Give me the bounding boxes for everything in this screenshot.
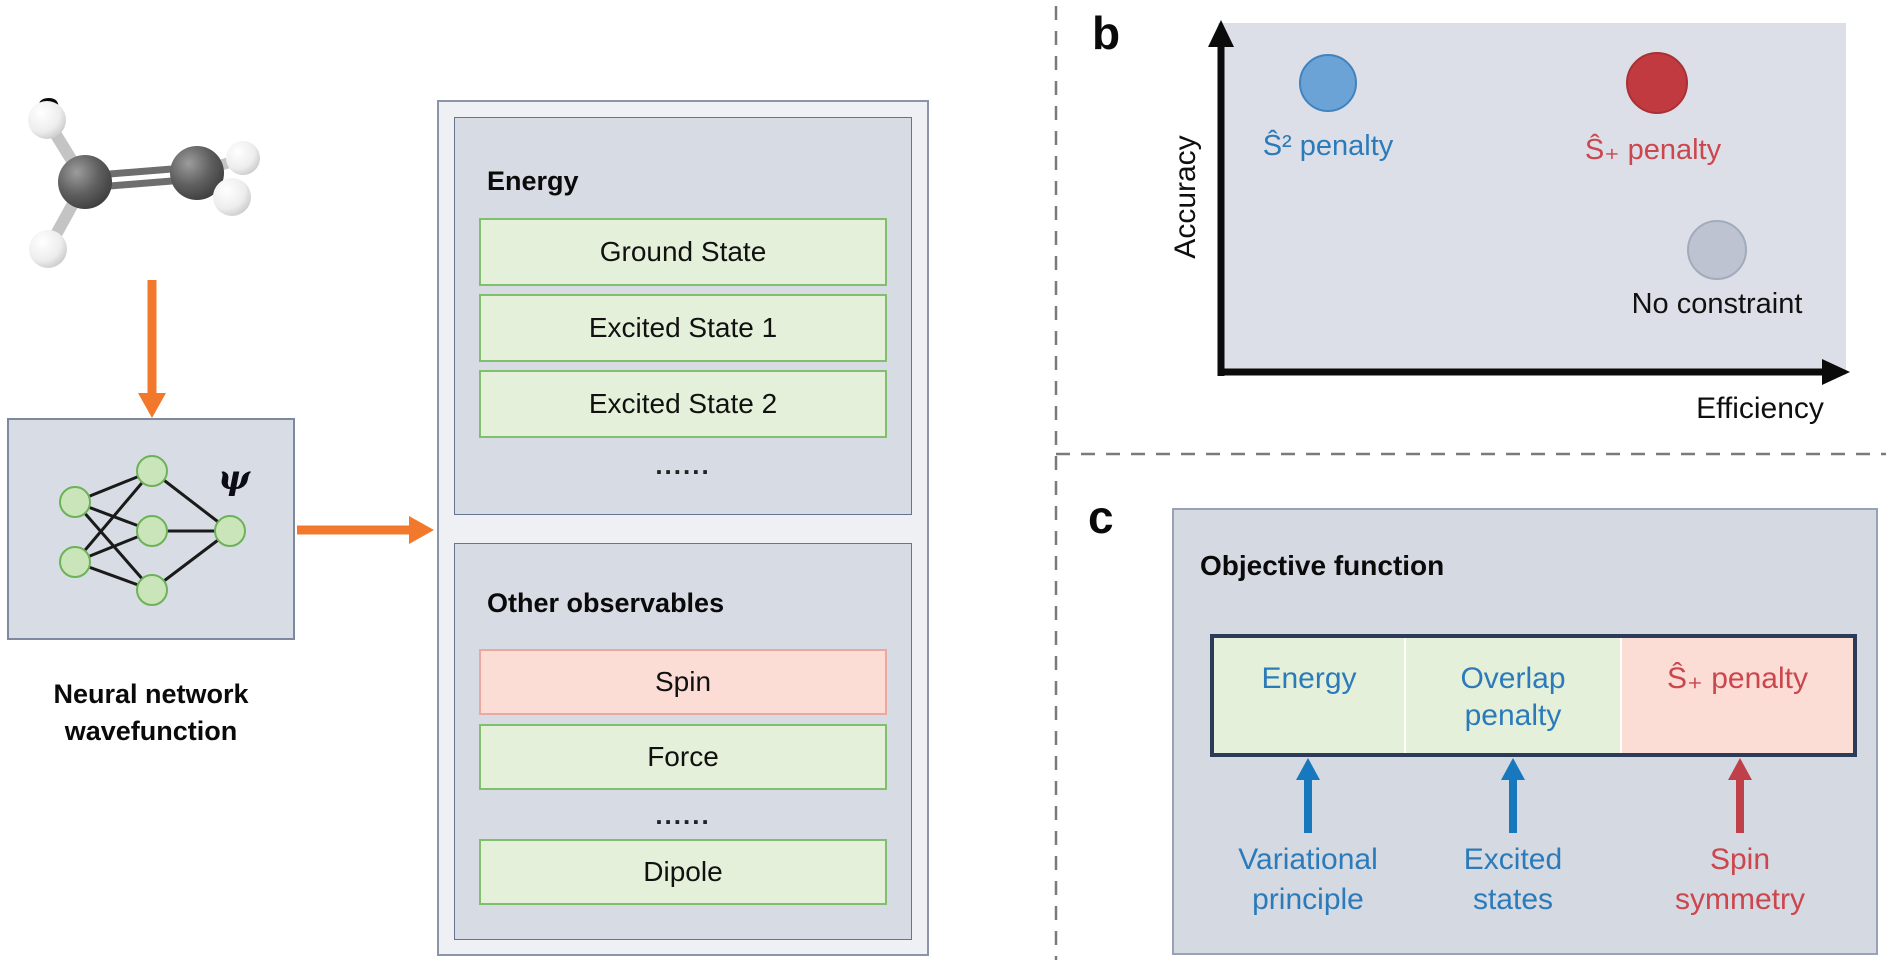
nn-box <box>7 418 295 640</box>
label-excited-line2: states <box>1472 883 1554 916</box>
label-spin-line2: symmetry <box>1675 883 1805 916</box>
bar-seg-overlap-line2: penalty <box>1464 699 1562 732</box>
objective-bar: Energy Overlap penalty Ŝ₊ penalty <box>1210 634 1857 757</box>
observables-ellipsis: ...... <box>655 800 711 830</box>
panel-c-label: c <box>1088 491 1114 543</box>
objective-box: Objective function Energy Overlap penalt… <box>1172 508 1878 955</box>
bar-seg-energy: Energy <box>1214 638 1406 753</box>
panel-b-label: b <box>1092 7 1121 59</box>
energy-title: Energy <box>487 166 579 196</box>
bar-seg-energy-label: Energy <box>1261 662 1357 695</box>
output-arrow <box>297 516 434 544</box>
bar-seg-splus-label: Ŝ₊ penalty <box>1667 662 1808 695</box>
label-spin-line1: Spin <box>1709 843 1771 876</box>
objective-title: Objective function <box>1200 550 1445 581</box>
bar-seg-splus: Ŝ₊ penalty <box>1622 638 1853 753</box>
outputs-container: Energy Ground State Excited State 1 Exci… <box>437 100 929 956</box>
dipole-row: Dipole <box>479 839 887 905</box>
spin-row: Spin <box>479 649 887 715</box>
label-excited-line1: Excited <box>1463 843 1563 876</box>
label-spin: Spin symmetry <box>1620 840 1860 920</box>
carbon-atom <box>170 146 224 200</box>
hydrogen-atom <box>226 141 260 175</box>
s2-label: Ŝ² penalty <box>1262 130 1394 162</box>
accuracy-label: Accuracy <box>1169 135 1202 259</box>
observables-box: Other observables Spin Force ...... Dipo… <box>454 543 912 940</box>
psi-symbol: ψ <box>218 458 251 498</box>
nn-nodes <box>59 455 246 606</box>
label-variational-line2: principle <box>1252 883 1364 916</box>
bar-seg-overlap-line1: Overlap <box>1460 662 1566 695</box>
energy-row-excited2: Excited State 2 <box>479 370 887 438</box>
b-plot-area <box>1218 23 1846 375</box>
efficiency-label: Efficiency <box>1696 392 1824 425</box>
observables-title: Other observables <box>487 588 725 618</box>
bar-seg-overlap: Overlap penalty <box>1406 638 1622 753</box>
label-excited: Excited states <box>1393 840 1633 920</box>
label-variational-line1: Variational <box>1238 843 1378 876</box>
splus-label: Ŝ₊ penalty <box>1584 134 1722 166</box>
carbon-atom <box>58 155 112 209</box>
label-variational: Variational principle <box>1188 840 1428 920</box>
panel-a-label: a <box>36 81 62 133</box>
energy-ellipsis: ...... <box>655 450 711 480</box>
nn-caption: Neural network wavefunction <box>0 676 302 750</box>
nn-caption-line2: wavefunction <box>64 716 238 746</box>
hydrogen-atom <box>29 230 67 268</box>
energy-row-excited1: Excited State 1 <box>479 294 887 362</box>
nn-caption-line1: Neural network <box>53 679 249 709</box>
force-row: Force <box>479 724 887 790</box>
energy-row-ground: Ground State <box>479 218 887 286</box>
input-arrow <box>138 280 166 418</box>
neural-network-diagram <box>59 455 246 606</box>
hydrogen-atom <box>213 178 251 216</box>
noconstraint-label: No constraint <box>1631 288 1803 320</box>
bond-lines <box>41 116 245 252</box>
energy-box: Energy Ground State Excited State 1 Exci… <box>454 117 912 515</box>
